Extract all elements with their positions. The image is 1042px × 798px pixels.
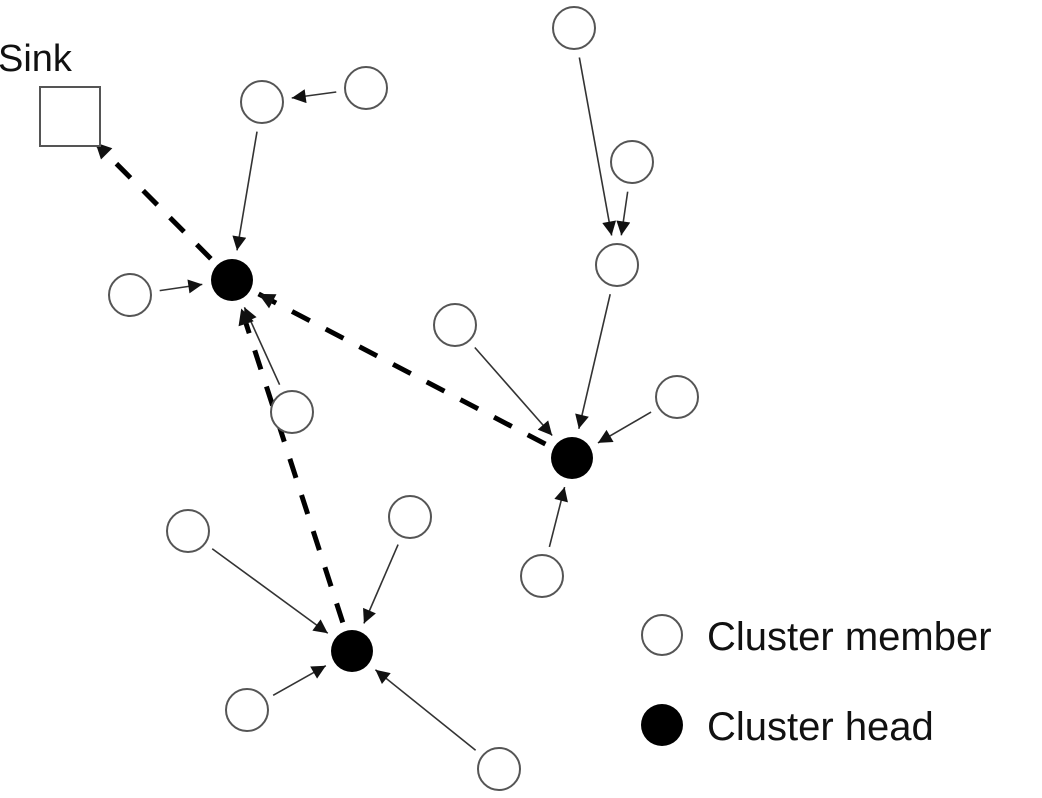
cluster-member-node xyxy=(270,390,314,434)
link-M8-to-H2 xyxy=(474,346,553,437)
nodes-layer xyxy=(39,6,699,791)
cluster-member-node xyxy=(388,495,432,539)
link-M5-to-H2 xyxy=(575,294,611,429)
edges-layer xyxy=(93,57,652,751)
legend-member-icon xyxy=(641,614,683,656)
cluster-member-node xyxy=(108,273,152,317)
cluster-member-node xyxy=(166,509,210,553)
sink-label: Sink xyxy=(0,38,73,80)
legend: Cluster member Cluster head xyxy=(641,614,992,749)
link-M2-to-M1 xyxy=(291,89,337,104)
sink-node xyxy=(39,86,101,147)
link-M13-to-H3 xyxy=(272,664,327,697)
dashed-link-H3-to-H1 xyxy=(238,307,346,624)
link-M12-to-H3 xyxy=(363,544,399,624)
legend-head-icon xyxy=(641,704,683,746)
dashed-link-H1-to-sink xyxy=(93,140,213,261)
link-M4-to-M5 xyxy=(616,191,631,236)
cluster-member-node xyxy=(520,554,564,598)
cluster-member-node xyxy=(344,66,388,110)
link-M1-to-H1 xyxy=(232,131,258,251)
cluster-head-node xyxy=(331,630,373,672)
cluster-member-node xyxy=(225,688,269,732)
link-M3-to-M5 xyxy=(578,57,617,236)
cluster-member-node xyxy=(477,747,521,791)
cluster-member-node xyxy=(240,80,284,124)
link-M10-to-H2 xyxy=(548,486,568,548)
cluster-head-node xyxy=(551,437,593,479)
cluster-head-node xyxy=(211,259,253,301)
cluster-member-node xyxy=(433,303,477,347)
cluster-member-node xyxy=(552,6,596,50)
cluster-member-node xyxy=(610,140,654,184)
cluster-member-node xyxy=(595,243,639,287)
legend-member-label: Cluster member xyxy=(707,615,992,659)
link-M9-to-H2 xyxy=(597,411,652,444)
link-M7-to-H1 xyxy=(243,306,281,386)
cluster-member-node xyxy=(655,375,699,419)
link-M11-to-H3 xyxy=(211,548,329,634)
link-M14-to-H3 xyxy=(374,669,477,751)
link-M6-to-H1 xyxy=(159,279,203,294)
dashed-link-H2-to-H1 xyxy=(257,291,547,447)
legend-head-label: Cluster head xyxy=(707,705,934,749)
